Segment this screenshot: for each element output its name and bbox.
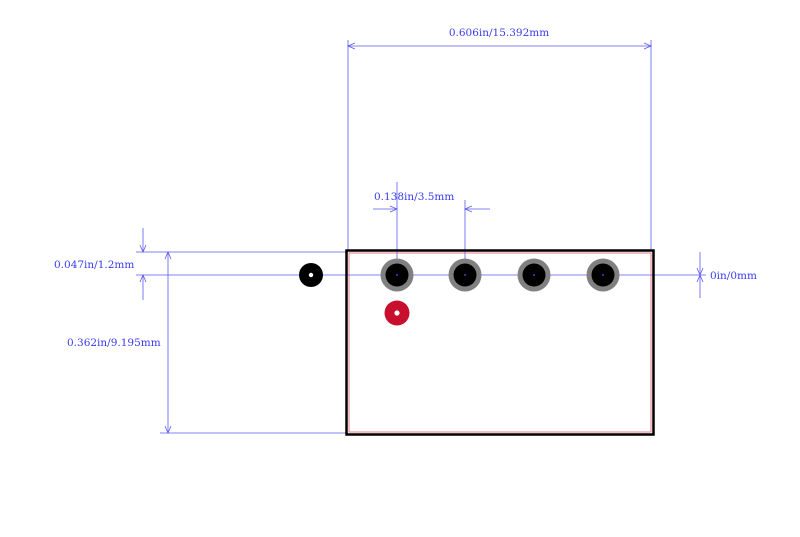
package-outline: [345, 249, 655, 436]
arrowhead: [346, 42, 356, 50]
pad: [586, 258, 620, 292]
pin1-marker-center: [394, 310, 400, 316]
arrowhead: [389, 205, 399, 213]
pad: [448, 258, 482, 292]
arrowhead: [696, 273, 704, 283]
arrowhead: [164, 425, 172, 435]
arrowhead: [139, 244, 147, 254]
arrowhead: [164, 250, 172, 260]
overall-height-label: 0.362in/9.195mm: [67, 337, 161, 349]
zero-offset-label: 0in/0mm: [710, 270, 757, 282]
arrowhead: [463, 205, 473, 213]
courtyard-outline: [348, 252, 652, 433]
pad: [380, 258, 414, 292]
origin-marker-center: [308, 272, 314, 278]
arrowhead: [643, 42, 653, 50]
overall-width-label: 0.606in/15.392mm: [449, 27, 549, 39]
edge-offset-label: 0.047in/1.2mm: [54, 259, 134, 271]
pad: [517, 258, 551, 292]
pin-pitch-label: 0.138in/3.5mm: [374, 191, 454, 203]
arrowhead: [139, 273, 147, 283]
